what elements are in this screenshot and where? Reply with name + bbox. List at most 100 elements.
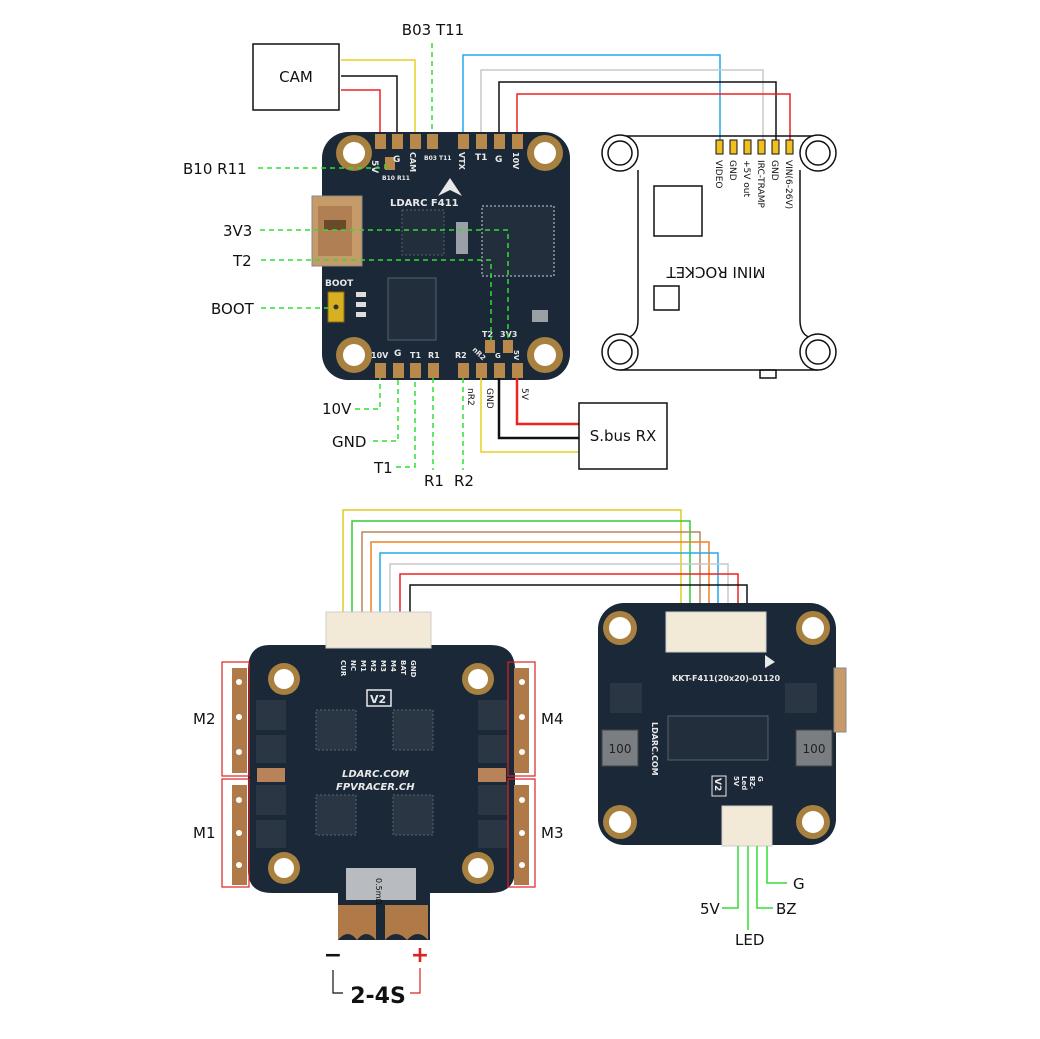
svg-text:M1: M1 (359, 660, 367, 672)
esc-silk-fpvracer: FPVRACER.CH (336, 782, 415, 793)
callout-t2: T2 (232, 252, 252, 270)
ribbon-wire-yellow (342, 509, 682, 613)
pad-label-g2: G (495, 155, 502, 165)
led-callout-led: LED (735, 931, 764, 949)
ribbon-wire-gray (389, 563, 729, 613)
sbus-wire-red (515, 378, 579, 426)
chip-mcu (481, 205, 555, 277)
ribbon-wire-blue (379, 552, 719, 613)
mounting-hole (527, 337, 563, 373)
mounting-hole (268, 663, 300, 695)
inductor-mark-right: 100 (803, 742, 826, 756)
esc-board: CUR NC M1 M2 M3 M4 BAT GND V2 LDARC.COM … (248, 611, 515, 940)
callout-boot: BOOT (211, 300, 255, 318)
led-connector (721, 805, 773, 847)
mounting-hole (796, 611, 830, 645)
mounting-hole (268, 852, 300, 884)
bottom-pad-label-r2: R2 (455, 351, 467, 360)
esc-connector-silk: CUR NC M1 M2 M3 M4 BAT GND (339, 660, 417, 678)
cam-wire-black (341, 75, 398, 136)
svg-text:M4: M4 (389, 660, 397, 672)
esc-version: V2 (370, 693, 386, 706)
vtx-pin-vin: VIN(6-26V) (783, 160, 793, 209)
esc-mosfets (256, 700, 508, 848)
sbus-wire-label-nr2: nR2 (465, 388, 475, 406)
motor-label-m2: M2 (193, 710, 216, 728)
battery-positive-sign: + (411, 943, 429, 968)
fc-silk-model: LDARC F411 (390, 198, 459, 209)
battery-pad-positive (385, 905, 428, 940)
chip-gyro (401, 209, 445, 256)
vtx-wire-gray (480, 69, 764, 140)
led-conn-silk-g: G (756, 776, 764, 782)
boot-silk: BOOT (325, 279, 354, 289)
bottom-pad-label-10v: 10V (371, 351, 389, 360)
vtx-pin-5v-out: +5V out (741, 160, 751, 197)
fc-top-pads (375, 134, 523, 170)
motor-pads-m4 (507, 661, 536, 777)
motor-label-m4: M4 (541, 710, 564, 728)
callout-t2-line (261, 259, 492, 340)
vtx-pin-irc-tramp: IRC-TRAMP (755, 160, 765, 208)
callout-10v-line (355, 378, 381, 410)
svg-text:NC: NC (349, 660, 357, 671)
bottom-pad-label-5v: 5V (512, 350, 520, 361)
pad-label-10v: 10V (511, 152, 520, 170)
callout-gnd: GND (332, 433, 366, 451)
esc-ribbon-wires (342, 509, 748, 613)
svg-text:M3: M3 (379, 660, 387, 672)
inner-pad-label-t2: T2 (482, 330, 493, 339)
pad-label-cam: CAM (408, 152, 417, 172)
mounting-hole (527, 135, 563, 171)
baro-sensor (532, 310, 548, 322)
vtx-pin-gnd: GND (727, 160, 737, 181)
sbus-wire-black (497, 378, 579, 440)
pad-label-5v: 5V (369, 160, 379, 173)
motor-label-m1: M1 (193, 824, 216, 842)
mounting-hole (336, 337, 372, 373)
flight-controller-board: 5V G CAM B03 T11 VTX T1 G 10V B10 R11 LD… (311, 132, 570, 380)
ribbon-wire-orange (370, 541, 710, 613)
battery-negative-sign: − (324, 943, 342, 968)
callout-10v: 10V (322, 400, 352, 418)
callout-t1: T1 (373, 459, 393, 477)
callout-3v3-line (260, 229, 509, 340)
callout-gnd-line (373, 378, 399, 442)
mounting-hole (462, 663, 494, 695)
cam-wire-yellow (341, 59, 416, 136)
callout-r1: R1 (424, 472, 444, 490)
motor-pads-m3 (507, 778, 536, 888)
sbus-wire-label-gnd: GND (484, 388, 494, 409)
bottom-pad-label-t1: T1 (410, 351, 421, 360)
motor-pads-m2 (221, 661, 250, 777)
shunt-label: 0.5mΩ (374, 878, 383, 905)
pad-label-vtx: VTX (457, 152, 466, 171)
ribbon-wire-green (351, 520, 691, 613)
ldarc-logo-icon (438, 178, 462, 196)
crystal (456, 222, 468, 254)
vtx-wire-blue (462, 54, 721, 140)
esc-connector (325, 611, 432, 649)
cam-box: CAM (252, 43, 340, 111)
pad-label-b03-t11: B03 T11 (424, 155, 451, 162)
usb-port (311, 195, 363, 267)
fc-bottom-version: V2 (712, 778, 722, 791)
pad-label-g: G (393, 155, 400, 165)
cam-label: CAM (279, 68, 313, 86)
pad-label-b10-r11: B10 R11 (382, 175, 410, 182)
fc-bottom-pads (375, 363, 523, 378)
mounting-hole (336, 135, 372, 171)
usb-port-side (833, 667, 847, 733)
ribbon-wire-brown (361, 531, 701, 613)
sbus-wire-yellow (480, 378, 579, 453)
callout-r2: R2 (454, 472, 474, 490)
sbus-rx-box: S.bus RX (578, 402, 668, 470)
fc-model-silk: KKT-F411(20x20)-01120 (672, 674, 780, 683)
battery-pos-bracket (410, 968, 421, 994)
mounting-hole (603, 805, 637, 839)
cam-wire-red (341, 89, 381, 136)
chip-flash (387, 277, 437, 341)
mounting-hole (462, 852, 494, 884)
battery-pad-negative (338, 905, 376, 940)
